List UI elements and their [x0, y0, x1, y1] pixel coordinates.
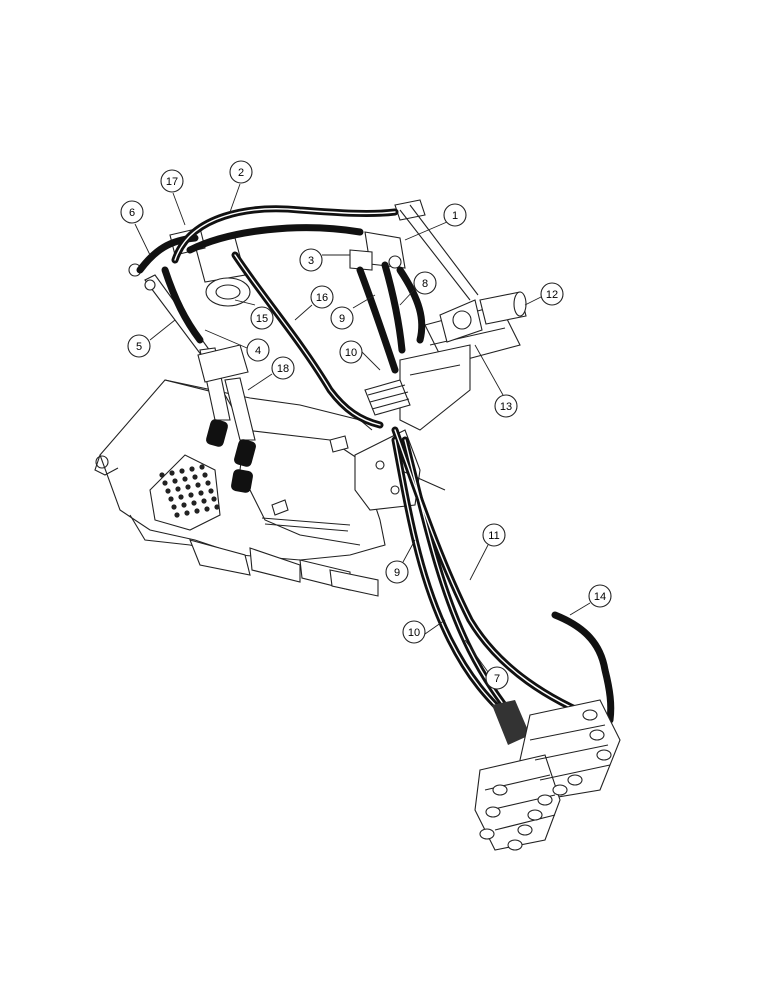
callout-17 — [160, 169, 184, 193]
plate-hole — [159, 472, 165, 478]
plate-hole — [188, 492, 194, 498]
plate-hole — [174, 512, 180, 518]
callout-18 — [271, 356, 295, 380]
manifold-bracket — [399, 204, 527, 431]
valve-spool-cap — [552, 784, 568, 796]
callout-12 — [540, 282, 564, 306]
callout-14 — [588, 584, 612, 608]
callout-6 — [120, 200, 144, 224]
callout-label-17: 17 — [166, 176, 178, 188]
plate-hole — [168, 496, 174, 502]
callout-2 — [229, 160, 253, 184]
valve-spool-cap — [507, 839, 523, 851]
valve-spool-cap — [537, 794, 553, 806]
callout-16 — [310, 285, 334, 309]
plate-hole — [178, 494, 184, 500]
callout-label-12: 12 — [546, 289, 558, 301]
plate-hole — [208, 488, 214, 494]
plate-hole — [214, 504, 220, 510]
callout-9a — [330, 306, 354, 330]
callout-15 — [250, 306, 274, 330]
callout-7 — [485, 666, 509, 690]
valve-spool-cap — [527, 809, 543, 821]
plate-hole — [195, 482, 201, 488]
callout-11 — [482, 523, 506, 547]
callout-label-16: 16 — [316, 292, 328, 304]
callout-label-15: 15 — [256, 313, 268, 325]
control-valve-bank — [474, 699, 621, 851]
valve-spool-cap — [517, 824, 533, 836]
plate-hole — [194, 508, 200, 514]
callout-label-11: 11 — [488, 530, 499, 542]
plate-hole — [165, 488, 171, 494]
plate-hole — [171, 504, 177, 510]
valve-spool-cap — [596, 749, 612, 761]
valve-spool-cap — [582, 709, 598, 721]
callout-group: 1 2 3 4 5 6 7 8 9 9 10 10 — [120, 160, 612, 690]
callout-13 — [494, 394, 518, 418]
callout-label-9b: 9 — [394, 567, 400, 579]
callout-8 — [413, 271, 437, 295]
plate-hole — [175, 486, 181, 492]
callout-label-10b: 10 — [408, 627, 420, 639]
callout-label-6: 6 — [129, 207, 135, 219]
callout-label-4: 4 — [255, 345, 261, 357]
callout-10a — [339, 340, 363, 364]
valve-spool-cap — [492, 784, 508, 796]
plate-hole — [199, 464, 205, 470]
plate-hole — [162, 480, 168, 486]
callout-label-10a: 10 — [345, 347, 357, 359]
callout-label-2: 2 — [238, 167, 244, 179]
plate-hole — [185, 484, 191, 490]
callout-10b — [402, 620, 426, 644]
callout-label-18: 18 — [277, 363, 289, 375]
callout-label-1: 1 — [452, 210, 458, 222]
plate-hole — [204, 506, 210, 512]
callout-label-14: 14 — [594, 591, 606, 603]
plate-hole — [189, 466, 195, 472]
plate-hole — [169, 470, 175, 476]
perforated-plate — [149, 454, 221, 531]
plate-hole — [191, 500, 197, 506]
callout-label-7: 7 — [494, 673, 500, 685]
plate-hole — [179, 468, 185, 474]
valve-block — [349, 199, 426, 271]
callout-label-13: 13 — [500, 401, 512, 413]
valve-spool-cap — [589, 729, 605, 741]
plate-hole — [205, 480, 211, 486]
plate-hole — [198, 490, 204, 496]
callout-label-5: 5 — [136, 341, 142, 353]
callout-label-3: 3 — [308, 255, 314, 267]
callout-label-8: 8 — [422, 278, 428, 290]
callout-4 — [246, 338, 270, 362]
valve-spool-cap — [485, 806, 501, 818]
callout-9b — [385, 560, 409, 584]
plate-hole — [211, 496, 217, 502]
plate-hole — [202, 472, 208, 478]
plate-hole — [184, 510, 190, 516]
plate-hole — [172, 478, 178, 484]
lower-plates — [189, 435, 379, 597]
callout-3 — [299, 248, 323, 272]
plate-hole — [201, 498, 207, 504]
plate-hole — [182, 476, 188, 482]
callout-label-9a: 9 — [339, 313, 345, 325]
callout-5 — [127, 334, 151, 358]
callout-1 — [443, 203, 467, 227]
valve-spool-cap — [567, 774, 583, 786]
valve-spool-cap — [479, 828, 495, 840]
plate-hole — [192, 474, 198, 480]
plate-hole — [181, 502, 187, 508]
